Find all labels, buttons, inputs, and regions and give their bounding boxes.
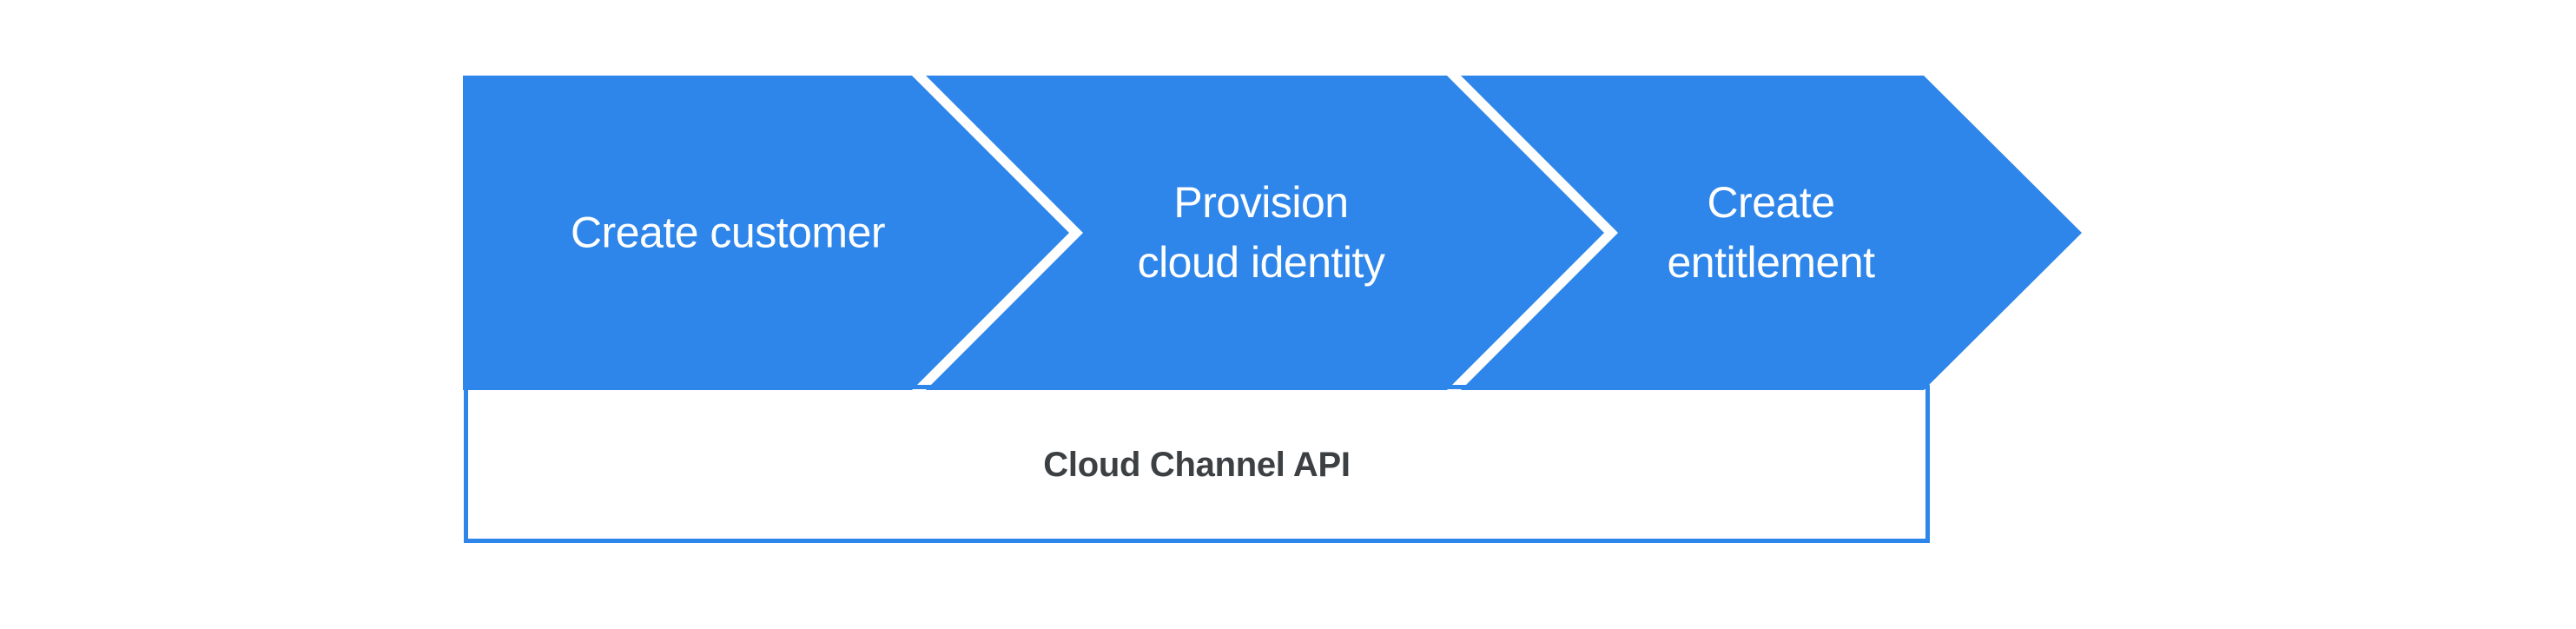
step-1-label: Create customer xyxy=(570,203,886,263)
step-2-label-line-2: cloud identity xyxy=(1137,238,1385,287)
step-2-label-line-1: Provision xyxy=(1173,178,1349,227)
step-1-label-line-1: Create customer xyxy=(570,208,886,257)
chevron-step-2-shape xyxy=(926,76,1604,390)
chevron-step-3-shape xyxy=(1461,76,2082,390)
api-box-label: Cloud Channel API xyxy=(1043,446,1351,484)
chevron-step-1-shape xyxy=(463,76,1069,390)
api-box-shape xyxy=(464,385,1930,543)
step-3-label: Create entitlement xyxy=(1667,173,1875,293)
step-3-label-line-1: Create xyxy=(1707,178,1835,227)
step-3-label-line-2: entitlement xyxy=(1667,238,1875,287)
step-2-label: Provision cloud identity xyxy=(1138,173,1385,293)
